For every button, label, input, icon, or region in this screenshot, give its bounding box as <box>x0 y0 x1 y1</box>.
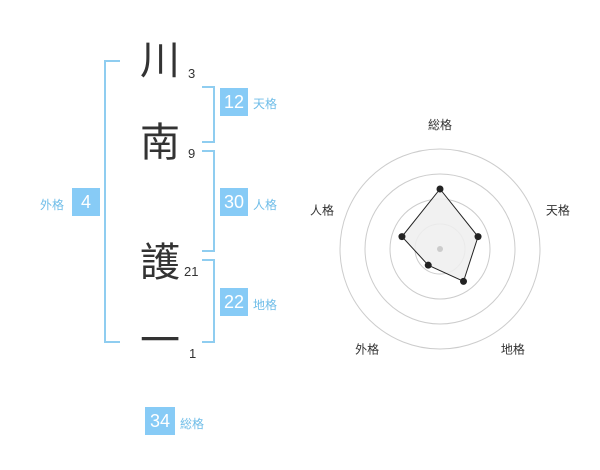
chikaku-bracket <box>202 259 215 343</box>
gaikaku-label: 外格 <box>40 198 65 212</box>
tenkaku-badge: 12 <box>220 88 248 116</box>
radar-axis-label-1: 総格 <box>428 117 452 132</box>
radar-point-2 <box>474 233 482 241</box>
name-char-4: 一 <box>140 318 180 364</box>
radar-ring-3 <box>364 173 516 325</box>
chikaku-badge: 22 <box>220 288 248 316</box>
radar-point-3 <box>460 277 468 285</box>
radar-axis-label-3: 地格 <box>501 341 525 356</box>
radar-point-1 <box>436 185 444 193</box>
name-char-2: 南 <box>140 120 180 166</box>
stroke-count-2: 9 <box>188 146 196 161</box>
chikaku-label: 地格 <box>253 298 278 312</box>
gaikaku-badge: 4 <box>72 188 100 216</box>
jinkaku-badge: 30 <box>220 188 248 216</box>
radar-axis-label-4: 外格 <box>355 341 379 356</box>
tenkaku-bracket <box>202 86 215 143</box>
stroke-count-4: 1 <box>189 346 197 361</box>
name-char-1: 川 <box>140 38 180 84</box>
radar-axis-label-5: 人格 <box>310 203 334 218</box>
radar-axis-label-2: 天格 <box>546 203 570 218</box>
stroke-count-1: 3 <box>188 66 196 81</box>
radar-point-5 <box>398 233 406 241</box>
soukaku-badge: 34 <box>145 407 175 435</box>
radar-series-area <box>401 188 479 283</box>
name-char-3: 護 <box>140 240 180 286</box>
gaikaku-bracket <box>104 60 120 343</box>
stroke-count-3: 21 <box>184 264 199 279</box>
jinkaku-label: 人格 <box>253 198 278 212</box>
soukaku-label: 総格 <box>180 417 205 431</box>
radar-center-dot <box>437 246 443 252</box>
tenkaku-label: 天格 <box>253 97 278 111</box>
jinkaku-bracket <box>202 150 215 252</box>
radar-ring-4 <box>339 148 541 350</box>
radar-point-4 <box>424 261 432 269</box>
